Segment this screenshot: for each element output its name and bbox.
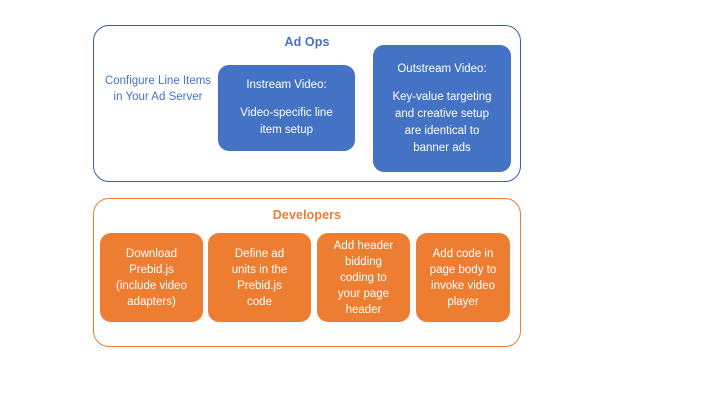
ad-ops-plain-text: Configure Line Items in Your Ad Server xyxy=(103,73,213,105)
card-outstream-video[interactable]: Outstream Video: Key-value targeting and… xyxy=(373,45,511,172)
group-title-developers: Developers xyxy=(272,208,342,222)
card-define-ad-units[interactable]: Define ad units in the Prebid.js code xyxy=(208,233,311,322)
card-line: Define ad xyxy=(234,247,285,260)
card-line: are identical to xyxy=(404,124,480,137)
card-line: Prebid.js xyxy=(129,263,174,276)
card-download-prebid[interactable]: Download Prebid.js (include video adapte… xyxy=(100,233,203,322)
card-line: banner ads xyxy=(413,141,471,154)
card-line: header xyxy=(345,303,382,316)
card-heading: Outstream Video: xyxy=(397,62,487,75)
card-line: Add header xyxy=(333,239,394,252)
plain-text-line: Configure Line xyxy=(104,75,180,87)
card-instream-video[interactable]: Instream Video: Video-specific line item… xyxy=(218,65,355,151)
card-line: item setup xyxy=(259,124,314,136)
card-line: player xyxy=(447,295,479,308)
card-line: (include video xyxy=(116,279,187,292)
card-line: Add code in xyxy=(432,247,494,260)
card-line: code xyxy=(247,295,272,308)
card-add-header-bidding[interactable]: Add header bidding coding to your page h… xyxy=(317,233,410,322)
card-line: Prebid.js xyxy=(237,279,282,292)
plain-text-line: Server xyxy=(168,91,203,103)
card-line: Key-value targeting xyxy=(392,90,492,103)
card-line: Download xyxy=(125,247,178,260)
card-line: page body to xyxy=(429,263,497,276)
plain-text-line: Items in Your Ad xyxy=(113,75,212,103)
card-line: and creative setup xyxy=(395,107,489,120)
card-line: units in the xyxy=(231,263,288,276)
group-title-ad-ops: Ad Ops xyxy=(284,35,330,49)
card-add-page-body-code[interactable]: Add code in page body to invoke video pl… xyxy=(416,233,510,322)
card-heading: Instream Video: xyxy=(246,79,327,91)
card-line: adapters) xyxy=(127,295,176,308)
card-line: bidding xyxy=(344,255,383,268)
card-line: Video-specific line xyxy=(240,107,333,119)
card-line: invoke video xyxy=(431,279,495,292)
card-line: coding to xyxy=(340,271,387,284)
card-line: your page xyxy=(337,287,390,300)
